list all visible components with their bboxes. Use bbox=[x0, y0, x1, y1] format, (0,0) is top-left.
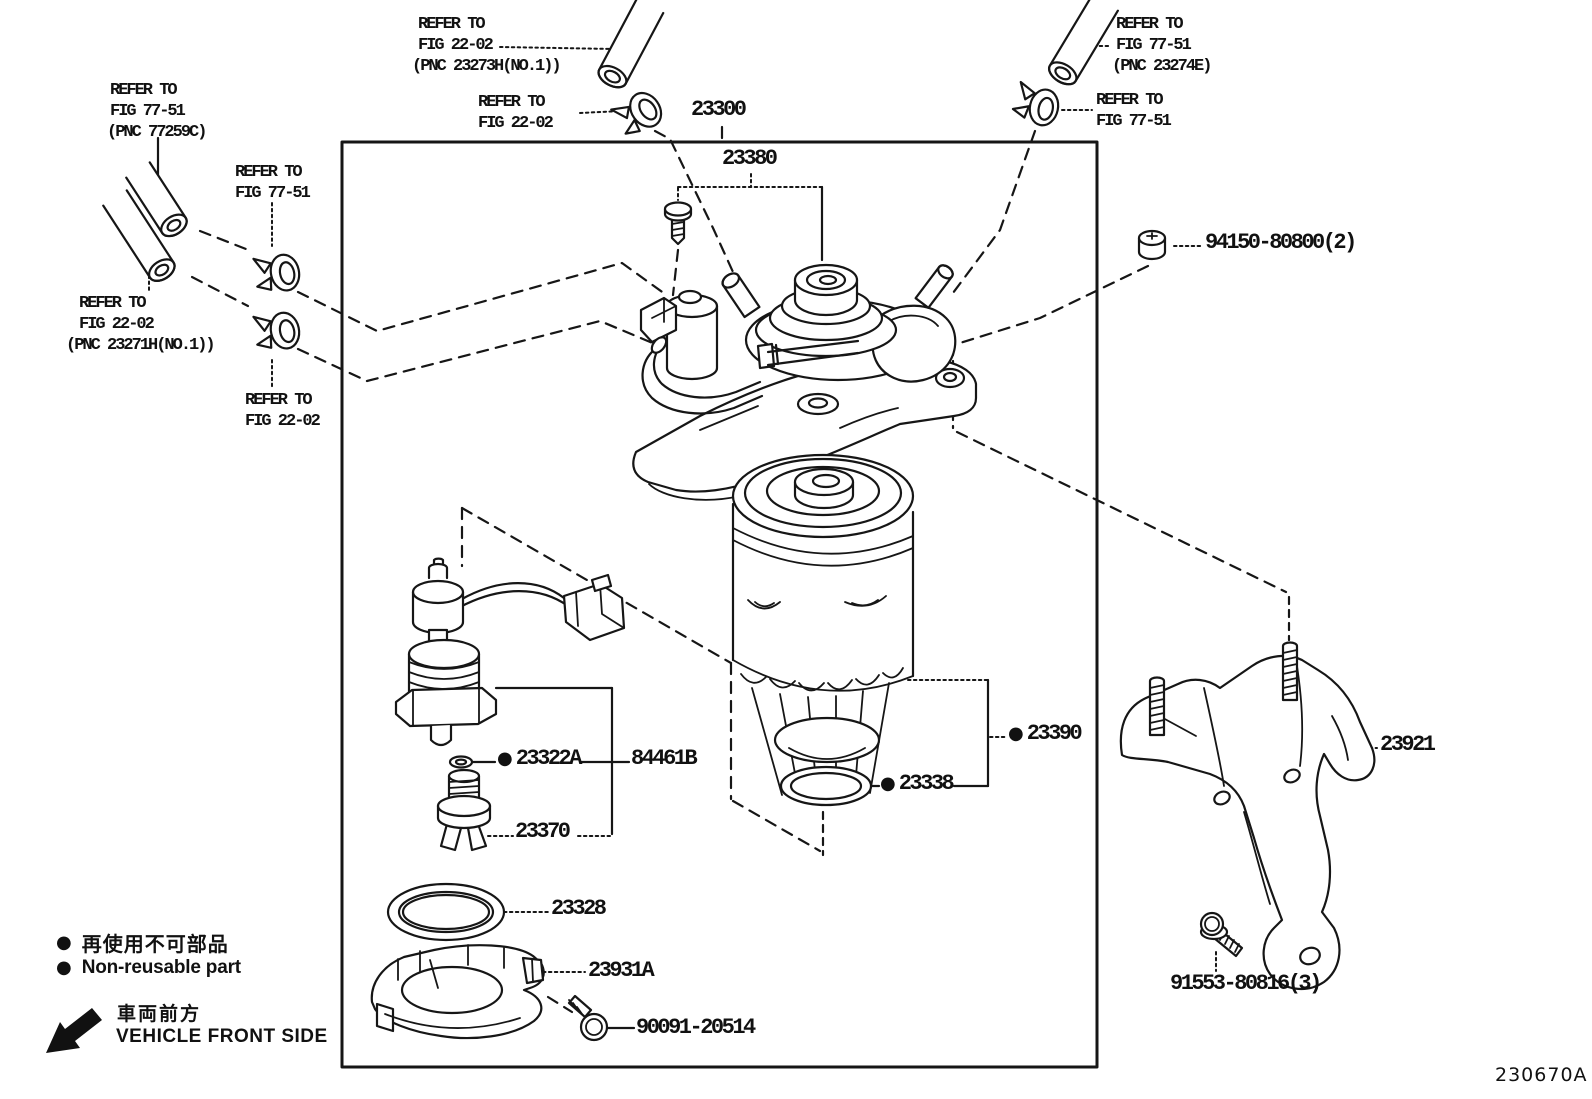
top-right-tube-drawing bbox=[1009, 0, 1167, 261]
refer-note-left-pipe-a: REFER TO FIG 77-51 (PNC 77259C) bbox=[107, 81, 207, 142]
fuel-level-switch-drawing bbox=[394, 557, 626, 769]
bleed-screw-icon bbox=[663, 201, 693, 246]
refer-note-right-pipe: REFER TO FIG 77-51 (PNC 23274E) bbox=[1112, 15, 1212, 76]
assembly-boundary-box bbox=[340, 140, 1099, 1069]
legend-nonreusable-en: ● Non-reusable part bbox=[56, 957, 241, 978]
assembly-dashed-lines bbox=[190, 125, 1291, 1014]
part-label-84461B: 84461B bbox=[631, 746, 698, 771]
top-center-tube-drawing bbox=[597, 0, 669, 143]
nonreusable-bullet-icon: ● bbox=[497, 748, 513, 769]
part-label-23390: ● 23390 bbox=[1008, 721, 1083, 746]
refer-note-top-pipe: REFER TO FIG 22-02 (PNC 23273H(NO.1)) bbox=[412, 15, 562, 76]
refer-note-top-clamp: REFER TO FIG 22-02 bbox=[478, 93, 554, 133]
hose-clamp-icon bbox=[250, 249, 304, 298]
hose-clamp-icon bbox=[250, 307, 304, 356]
bracket-stud-icon bbox=[1148, 676, 1166, 737]
nonreusable-bullet-icon: ● bbox=[56, 931, 72, 953]
refer-note-left-clamp-b: REFER TO FIG 22-02 bbox=[245, 391, 321, 431]
fuel-filter-element-drawing bbox=[731, 453, 915, 804]
part-label-23328: 23328 bbox=[551, 896, 607, 921]
part-label-90091-20514: 90091-20514 bbox=[636, 1015, 756, 1040]
fuel-filter-head-drawing bbox=[632, 263, 978, 501]
part-label-23380: 23380 bbox=[722, 146, 778, 171]
part-label-91553-80816: 91553-80816(3) bbox=[1170, 971, 1322, 996]
lower-gasket-drawing bbox=[386, 882, 506, 942]
part-label-23921: 23921 bbox=[1380, 732, 1436, 757]
filter-gasket-drawing bbox=[779, 765, 873, 807]
nonreusable-bullet-icon: ● bbox=[56, 957, 72, 978]
part-label-23931A: 23931A bbox=[588, 958, 655, 983]
part-label-23300: 23300 bbox=[691, 97, 747, 122]
nonreusable-bullet-icon: ● bbox=[1008, 723, 1024, 744]
refer-note-left-clamp-a: REFER TO FIG 77-51 bbox=[235, 163, 311, 203]
vehicle-front-label-en: VEHICLE FRONT SIDE bbox=[116, 1026, 328, 1047]
part-label-23370: 23370 bbox=[515, 819, 571, 844]
inlet-pipes-drawing bbox=[102, 161, 304, 356]
bracket-bolt-icon bbox=[1199, 911, 1244, 958]
nonreusable-bullet-icon: ● bbox=[880, 773, 896, 794]
refer-note-right-clamp: REFER TO FIG 77-51 bbox=[1096, 91, 1172, 131]
part-label-23322A: ● 23322A bbox=[497, 746, 582, 771]
legend-nonreusable-jp: ● 再使用不可部品 bbox=[56, 931, 229, 956]
refer-note-left-pipe-b: REFER TO FIG 22-02 (PNC 23271H(NO.1)) bbox=[66, 294, 216, 355]
figure-code: 230670A bbox=[1495, 1064, 1588, 1086]
hose-clamp-icon bbox=[1009, 80, 1063, 130]
part-label-23338: ● 23338 bbox=[880, 771, 955, 796]
protector-bolt-icon bbox=[567, 994, 609, 1042]
filter-bracket-drawing bbox=[1119, 641, 1376, 990]
bracket-stud-icon bbox=[1281, 641, 1299, 702]
filter-protector-drawing bbox=[370, 944, 545, 1040]
part-label-94150-80800: 94150-80800(2) bbox=[1205, 230, 1357, 255]
vehicle-front-label-jp: 車両前方 bbox=[117, 1003, 202, 1025]
flange-nut-icon bbox=[1137, 229, 1167, 261]
drain-plug-drawing bbox=[436, 768, 492, 852]
vehicle-front-arrow bbox=[46, 1008, 102, 1053]
label-leader-lines bbox=[148, 45, 1378, 1030]
